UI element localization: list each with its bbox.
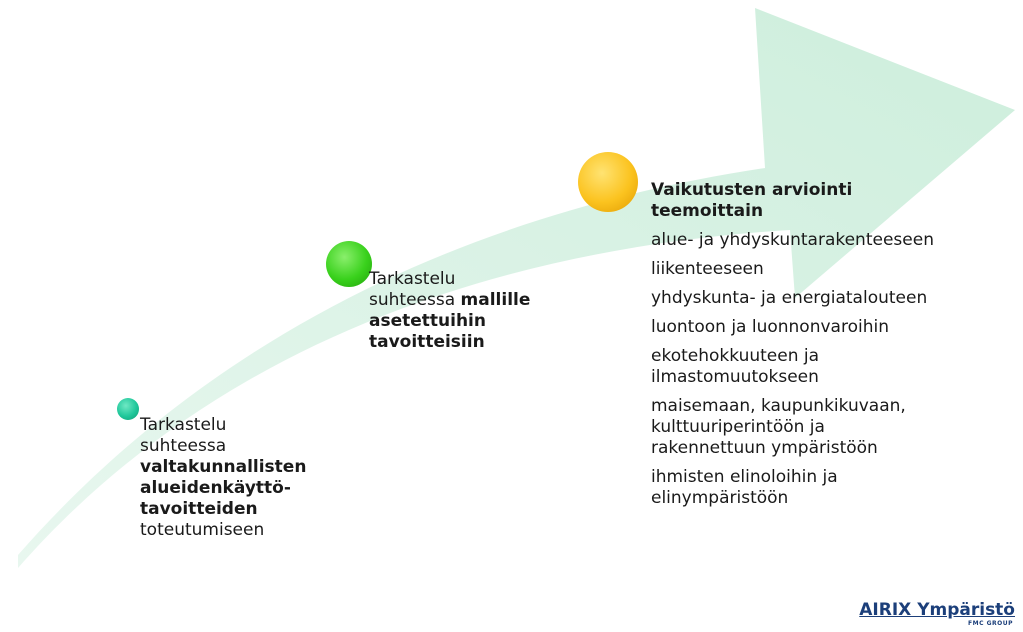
logo-subtitle: FMC GROUP: [968, 620, 1013, 627]
milestone-1-text: Tarkastelu suhteessa valtakunnallisten a…: [140, 415, 350, 541]
theme-item-line: ihmisten elinoloihin ja: [651, 467, 838, 487]
arrow-body: [18, 8, 1015, 568]
logo-name: AIRIX Ympäristö: [859, 600, 1015, 620]
theme-item: liikenteeseen: [651, 259, 991, 280]
milestone-3-title: Vaikutusten arviointi teemoittain: [651, 180, 991, 222]
theme-item-line: rakennettuun ympäristöön: [651, 438, 878, 458]
theme-list: alue- ja yhdyskuntarakenteeseen liikentee…: [651, 230, 991, 509]
milestone-2-line-2-bold: mallille: [460, 290, 531, 310]
milestone-3-dot: [578, 152, 638, 212]
theme-item: yhdyskunta- ja energiatalouteen: [651, 288, 991, 309]
milestone-2-line-2: suhteessa mallille: [369, 290, 589, 311]
milestone-1-bold-2: alueidenkäyttö-: [140, 478, 291, 498]
theme-item-line: maisemaan, kaupunkikuvaan,: [651, 396, 906, 416]
theme-item-line: elinympäristöön: [651, 488, 789, 508]
milestone-2-line-2-normal: suhteessa: [369, 290, 461, 310]
milestone-2-bold-2: asetettuihin: [369, 311, 486, 331]
milestone-1-line-2: suhteessa: [140, 436, 227, 456]
milestone-3-text: Vaikutusten arviointi teemoittain alue- …: [651, 180, 991, 517]
theme-item: alue- ja yhdyskuntarakenteeseen: [651, 230, 991, 251]
milestone-2-line-1: Tarkastelu: [369, 269, 456, 289]
milestone-3-title-2: teemoittain: [651, 201, 764, 221]
theme-item: luontoon ja luonnonvaroihin: [651, 317, 991, 338]
airix-logo: AIRIX Ympäristö FMC GROUP: [820, 600, 1015, 627]
theme-item-line: yhdyskunta- ja energiatalouteen: [651, 288, 928, 308]
theme-item-line: ekotehokkuuteen ja: [651, 346, 820, 366]
milestone-2-text: Tarkastelu suhteessa mallille asetettuih…: [369, 269, 589, 353]
milestone-2-dot: [326, 241, 372, 287]
milestone-2-bold-3: tavoitteisiin: [369, 332, 485, 352]
theme-item-line: ilmastomuutokseen: [651, 367, 819, 387]
theme-item-line: kulttuuriperintöön ja: [651, 417, 825, 437]
theme-item: maisemaan, kaupunkikuvaan,kulttuuriperin…: [651, 396, 991, 459]
theme-item-line: alue- ja yhdyskuntarakenteeseen: [651, 230, 934, 250]
theme-item-line: liikenteeseen: [651, 259, 764, 279]
milestone-1-line-1: Tarkastelu: [140, 415, 227, 435]
milestone-1-dot: [117, 398, 139, 420]
milestone-1-line-3: toteutumiseen: [140, 520, 265, 540]
milestone-3-title-1: Vaikutusten arviointi: [651, 180, 853, 200]
milestone-1-bold-3: tavoitteiden: [140, 499, 258, 519]
theme-item-line: luontoon ja luonnonvaroihin: [651, 317, 889, 337]
milestone-1-bold-1: valtakunnallisten: [140, 457, 307, 477]
